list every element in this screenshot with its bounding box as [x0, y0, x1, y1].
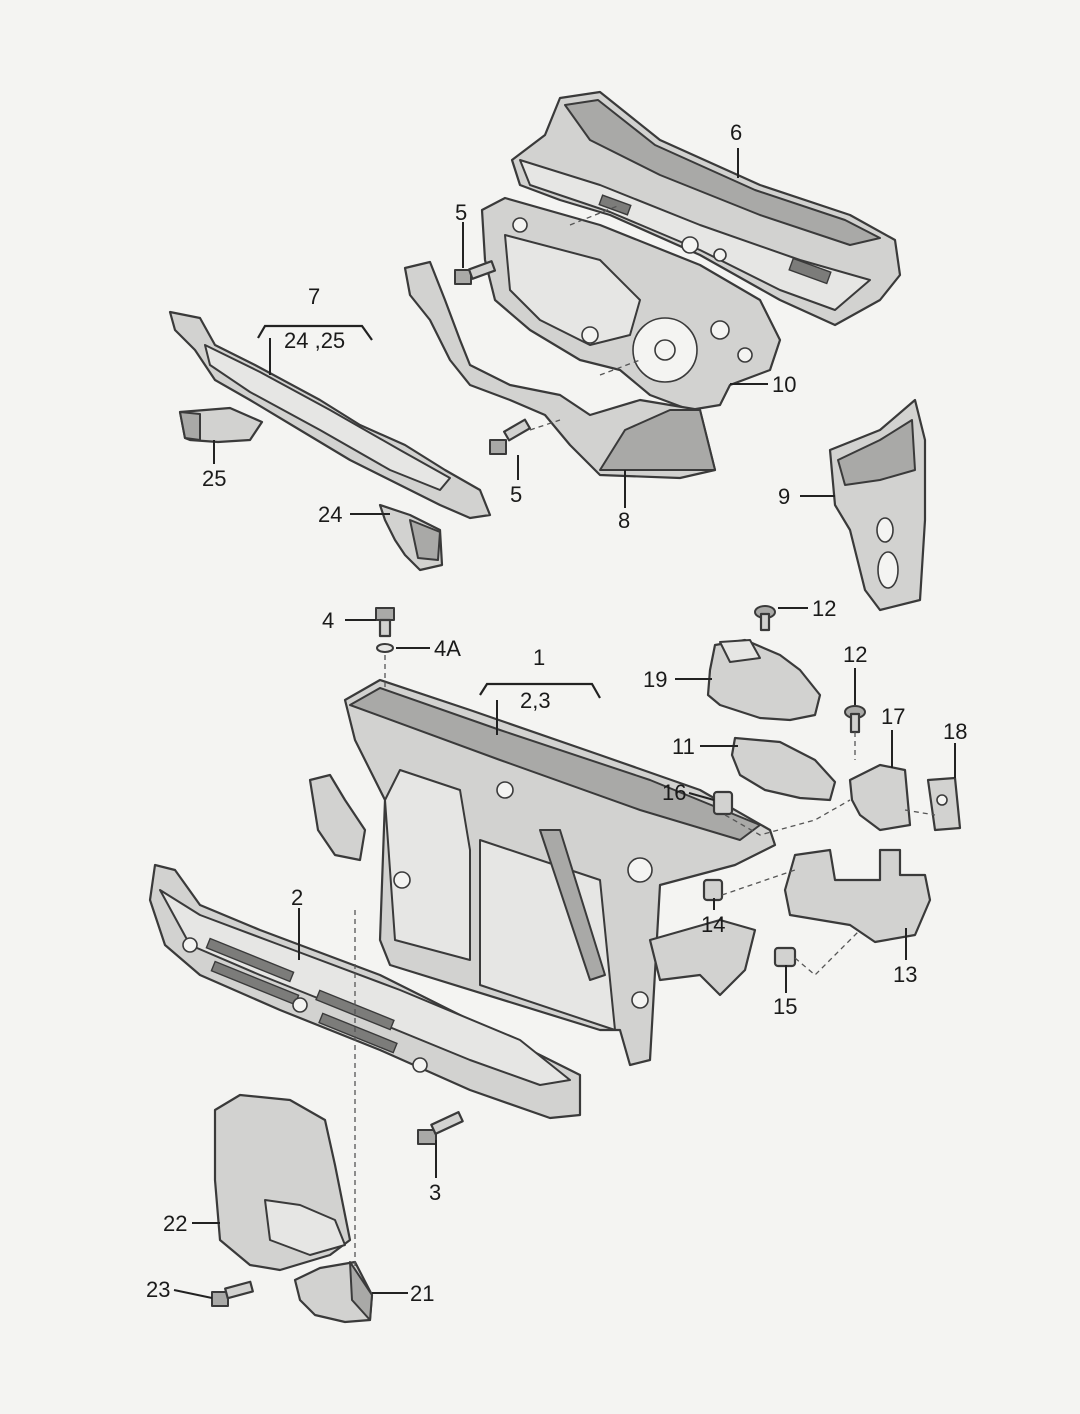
leader-23 [173, 1289, 213, 1299]
brace-1 [479, 682, 601, 699]
label-21: 21 [410, 1281, 434, 1306]
part-24-small-bracket [378, 503, 444, 572]
label-13: 13 [893, 962, 917, 987]
leader-16 [688, 792, 715, 801]
label-18: 18 [943, 719, 967, 744]
label-24: 24 [318, 502, 342, 527]
part-9-side-bracket [828, 398, 927, 612]
assembly-line-14 [721, 869, 796, 896]
fastener-4-bolt [375, 607, 395, 638]
fastener-3-bolt [417, 1111, 464, 1145]
part-21-lower-duct [293, 1260, 374, 1324]
part-18-latch [926, 776, 962, 832]
part-19-duct-bracket [706, 638, 822, 722]
label-4a: 4A [434, 636, 461, 661]
fastener-4a-washer [376, 643, 394, 653]
brace-7 [257, 324, 373, 341]
label-3: 3 [429, 1180, 441, 1205]
label-1: 1 [533, 645, 545, 670]
part-17-mount [848, 763, 912, 832]
part-25-small-bracket [178, 406, 264, 444]
assembly-line-15 [794, 929, 861, 976]
fastener-12-upper [754, 605, 776, 632]
part-22-air-duct [213, 1093, 352, 1272]
part-11-bracket [730, 736, 837, 802]
part-13-lower-bracket [783, 848, 932, 944]
fastener-14-clip [702, 878, 724, 902]
label-10: 10 [772, 372, 796, 397]
assembly-line-16 [724, 799, 851, 836]
label-12-lower: 12 [843, 642, 867, 667]
fastener-5-lower [489, 418, 531, 455]
label-11: 11 [672, 734, 695, 759]
part-7-cross-member [168, 310, 492, 520]
assembly-line-10-8 [599, 359, 641, 376]
part-8-lower-trim [403, 260, 717, 480]
label-2-3: 2,3 [520, 688, 551, 713]
label-4: 4 [322, 608, 334, 633]
fastener-16-clip [712, 790, 734, 816]
part-10-bulkhead-panel [480, 196, 782, 412]
label-25: 25 [202, 466, 226, 491]
label-9: 9 [778, 484, 790, 509]
label-23: 23 [146, 1277, 170, 1302]
label-14: 14 [701, 912, 725, 937]
label-2: 2 [291, 885, 303, 910]
label-6: 6 [730, 120, 742, 145]
label-12-upper: 12 [812, 596, 836, 621]
fastener-23-bolt [211, 1280, 254, 1307]
part-6-cowl-panel [510, 90, 902, 327]
label-16: 16 [662, 780, 686, 805]
label-15: 15 [773, 994, 797, 1019]
part-1-front-carrier [308, 678, 777, 1067]
label-17: 17 [881, 704, 905, 729]
fastener-5-upper [454, 260, 497, 285]
label-7: 7 [308, 284, 320, 309]
label-5-lower: 5 [510, 482, 522, 507]
fastener-15-plug [773, 946, 797, 968]
label-22: 22 [163, 1211, 187, 1236]
fastener-12-lower [844, 705, 866, 734]
label-19: 19 [643, 667, 667, 692]
label-5-upper: 5 [455, 200, 467, 225]
label-8: 8 [618, 508, 630, 533]
label-24-25: 24 ,25 [284, 328, 345, 353]
